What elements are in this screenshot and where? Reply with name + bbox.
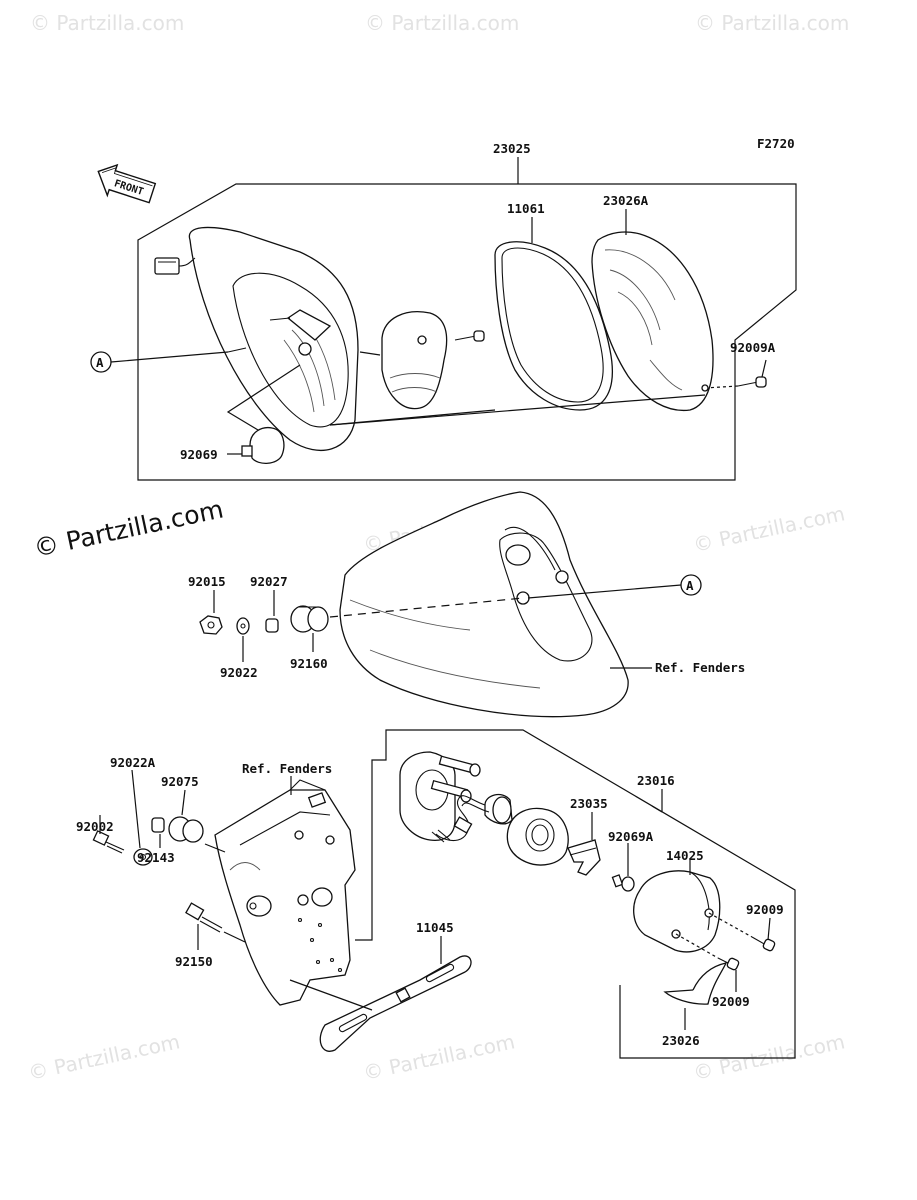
license-light-lens: 23026 [662,962,728,1048]
part-label-92075: 92075 [161,774,199,789]
part-label-23035: 23035 [570,796,608,811]
license-bulb: 92069A [608,829,654,892]
nut-92015 [199,615,223,635]
partzilla-watermark: © Partzilla.com [31,494,226,562]
license-light-cover: 14025 [633,848,721,953]
lens-gasket: 11061 [494,201,614,411]
reference-marker-a: A [90,351,229,373]
rear-fender [339,491,629,718]
ref-a-label: A [96,355,104,370]
bulb-holder [506,807,569,866]
cover-screw: 92009 [708,902,784,952]
fender-mounting: A 92015 92027 92022 92160 Ref. F [188,491,745,718]
reference-marker-a: A [329,574,702,618]
assembly-line [359,351,381,356]
collar-92027 [265,618,279,633]
license-bracket-area: 92022A 92075 92002 92143 92150 Ref. Fend… [76,755,472,1052]
lens-screw: 92009A [701,340,776,392]
bolt-92002 [92,830,125,854]
reflector-screw [454,330,485,342]
ref-fenders-label-1: Ref. Fenders [655,660,745,675]
part-label-11045: 11045 [416,920,454,935]
front-arrow-icon: FRONT [97,163,157,204]
watermark: © Partzilla.com [26,1029,182,1085]
washer-92022 [236,617,250,635]
part-label-23026A: 23026A [603,193,649,208]
license-light-assembly: 23016 [355,729,796,1059]
part-label-92022: 92022 [220,665,258,680]
tail-light-lens: 23026A [591,193,714,412]
license-bracket [214,779,356,1006]
part-label-92022A: 92022A [110,755,156,770]
ref-a-label: A [686,578,694,593]
tail-light-reflector [381,311,448,410]
part-label-11061: 11061 [507,201,545,216]
figure-code: F2720 [757,136,795,151]
watermark: © Partzilla.com [691,1029,847,1085]
bolt-92150 [185,902,223,933]
part-label-92009A: 92009A [730,340,776,355]
part-label-92009-a: 92009 [746,902,784,917]
watermark: © Partzilla.com [365,11,519,35]
assembly-line [329,394,706,426]
cover-screw: 92009 [675,933,750,1009]
bulb-socket [431,793,513,843]
part-label-23026: 23026 [662,1033,700,1048]
ref-fenders-label-2: Ref. Fenders [242,761,332,776]
part-label-92069: 92069 [180,447,218,462]
assembly-line [329,409,496,426]
part-label-23016: 23016 [637,773,675,788]
watermark: © Partzilla.com [30,11,184,35]
tail-light-assembly: 23025 11061 [90,141,797,481]
tail-light-housing [154,226,359,451]
lamp-clip: 23035 [567,796,608,876]
grommet-92075 [168,816,204,843]
part-label-23025: 23025 [493,141,531,156]
part-label-92150: 92150 [175,954,213,969]
tail-light-bulb: 92069 [180,364,301,464]
watermark: © Partzilla.com [695,11,849,35]
license-plate-bracket: 11045 [289,920,472,1052]
part-label-92015: 92015 [188,574,226,589]
watermark: © Partzilla.com [691,501,847,557]
license-light-base [399,751,481,841]
part-label-92009-b: 92009 [712,994,750,1009]
grommet-92160 [290,605,329,633]
part-label-92143: 92143 [137,850,175,865]
part-label-92160: 92160 [290,656,328,671]
part-label-92002: 92002 [76,819,114,834]
part-label-92069A: 92069A [608,829,654,844]
washer-92022A [133,848,153,866]
part-label-92027: 92027 [250,574,288,589]
watermark: © Partzilla.com [361,1029,517,1085]
part-label-14025: 14025 [666,848,704,863]
collar-92143 [151,817,165,833]
